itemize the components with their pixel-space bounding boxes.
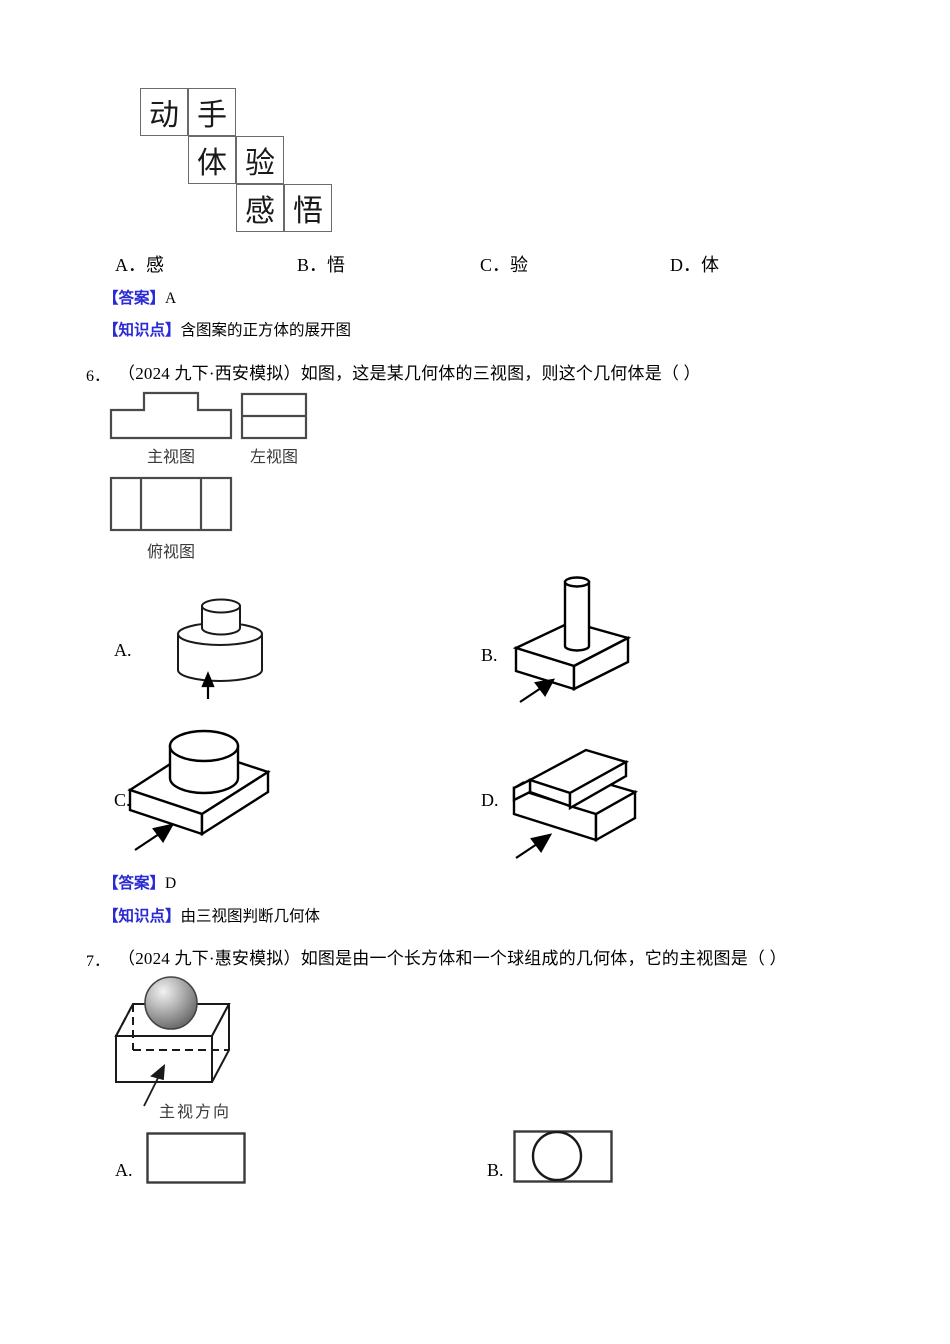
q6-option-d-label: D. bbox=[481, 790, 499, 810]
q6-option-a-label: A. bbox=[114, 640, 132, 660]
q6-option-d-figure[interactable] bbox=[508, 740, 668, 860]
q7-stem: （2024 九下·惠安模拟）如图是由一个长方体和一个球组成的几何体，它的主视图是… bbox=[118, 949, 787, 968]
net-cell-0: 动 bbox=[140, 88, 188, 136]
cuboid-with-sphere-figure bbox=[104, 976, 354, 1128]
net-cell-4: 感 bbox=[236, 184, 284, 232]
q5-option-c-label: C． bbox=[480, 255, 511, 275]
q6-knowledge-tag: 【知识点】 bbox=[103, 908, 181, 925]
net-cell-1: 手 bbox=[188, 88, 236, 136]
q5-option-a-label: A． bbox=[115, 255, 146, 275]
q6-answer-tag: 【答案】 bbox=[103, 875, 166, 892]
left-view-caption: 左视图 bbox=[249, 449, 298, 466]
net-cell-5: 悟 bbox=[284, 184, 332, 232]
q5-option-b[interactable]: B．悟 bbox=[297, 251, 345, 277]
q6-option-b-label: B. bbox=[481, 645, 498, 665]
q6-knowledge-line: 【知识点】由三视图判断几何体 bbox=[103, 906, 320, 928]
q5-option-c-text: 验 bbox=[510, 255, 529, 275]
net-cell-3: 验 bbox=[236, 136, 284, 184]
net-cell-2: 体 bbox=[188, 136, 236, 184]
main-view-direction-label: 主视方向 bbox=[158, 1104, 231, 1121]
q7-option-b-label: B. bbox=[487, 1160, 504, 1180]
q5-option-b-label: B． bbox=[297, 255, 328, 275]
q6-answer-value: D bbox=[165, 875, 177, 892]
q7-option-b-figure[interactable] bbox=[513, 1130, 613, 1185]
q5-answer-value: A bbox=[165, 290, 177, 307]
q5-answer-line: 【答案】A bbox=[103, 288, 176, 310]
left-view-shape bbox=[240, 392, 308, 440]
q6-answer-line: 【答案】D bbox=[103, 873, 176, 895]
q5-option-d-text: 体 bbox=[701, 255, 719, 275]
q5-option-d-label: D． bbox=[670, 255, 701, 275]
q6-option-b-figure[interactable] bbox=[508, 570, 658, 705]
q7-number: 7． bbox=[86, 953, 111, 970]
q5-option-d[interactable]: D．体 bbox=[670, 251, 719, 277]
q5-option-a-text: 感 bbox=[146, 255, 164, 275]
q7-option-a-label: A. bbox=[115, 1160, 133, 1180]
q5-option-b-text: 悟 bbox=[327, 255, 346, 275]
q6-knowledge-value: 由三视图判断几何体 bbox=[180, 908, 321, 925]
top-view-caption: 俯视图 bbox=[146, 544, 195, 561]
q6-stem: （2024 九下·西安模拟）如图，这是某几何体的三视图，则这个几何体是（ ） bbox=[118, 364, 701, 383]
q5-answer-tag: 【答案】 bbox=[103, 290, 166, 307]
q6-option-c-label: C. bbox=[114, 790, 131, 810]
top-view-shape bbox=[109, 476, 233, 532]
q5-knowledge-line: 【知识点】含图案的正方体的展开图 bbox=[103, 320, 351, 342]
q5-knowledge-tag: 【知识点】 bbox=[103, 322, 181, 339]
q6-option-c-figure[interactable] bbox=[127, 728, 300, 853]
q5-option-a[interactable]: A．感 bbox=[115, 251, 164, 277]
q5-option-c[interactable]: C．验 bbox=[480, 251, 528, 277]
q6-option-a-figure[interactable] bbox=[145, 578, 275, 703]
front-view-caption: 主视图 bbox=[146, 449, 195, 466]
q7-option-a-figure[interactable] bbox=[146, 1132, 246, 1184]
front-view-shape bbox=[109, 391, 233, 440]
cube-net-figure: 动 手 体 验 感 悟 bbox=[140, 88, 332, 238]
q6-number: 6． bbox=[86, 368, 111, 385]
q5-knowledge-value: 含图案的正方体的展开图 bbox=[180, 322, 352, 339]
